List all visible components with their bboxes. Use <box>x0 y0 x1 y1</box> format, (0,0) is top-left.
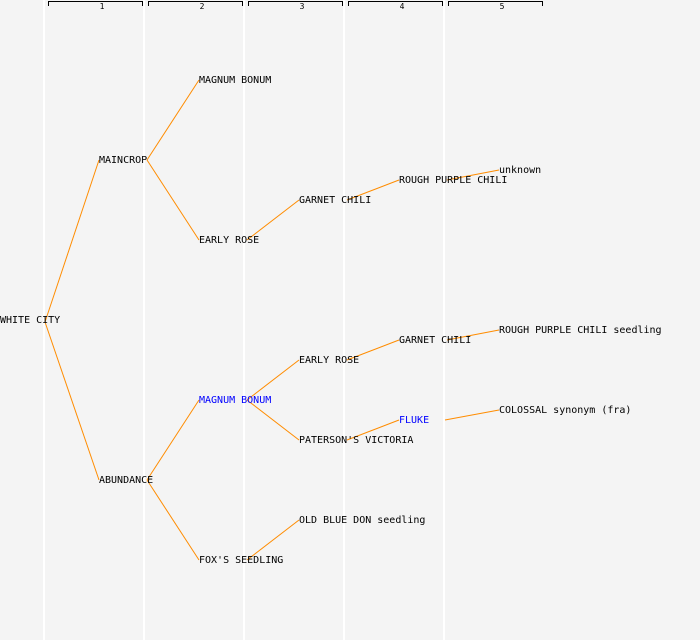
generation-bracket <box>448 1 543 6</box>
node-abundance[interactable]: ABUNDANCE <box>99 475 154 486</box>
generation-label: 3 <box>299 2 305 11</box>
node-patersons-victoria[interactable]: PATERSON'S VICTORIA <box>299 435 414 446</box>
column-separator <box>443 0 445 640</box>
node-magnum-bonum[interactable]: MAGNUM BONUM <box>199 75 272 86</box>
node-old-blue-don-seedling[interactable]: OLD BLUE DON seedling <box>299 515 426 526</box>
edge <box>246 519 300 561</box>
generation-label: 4 <box>399 2 405 11</box>
generation-label: 5 <box>499 2 505 11</box>
edge <box>246 199 300 241</box>
node-rough-purple-chili[interactable]: ROUGH PURPLE CHILI <box>399 175 508 186</box>
edge <box>246 359 300 401</box>
generation-bracket <box>48 1 143 6</box>
edge <box>446 169 500 181</box>
node-magnum-bonum-highlighted[interactable]: MAGNUM BONUM <box>199 395 272 406</box>
generation-bracket <box>348 1 443 6</box>
node-garnet-chili[interactable]: GARNET CHILI <box>299 195 372 206</box>
node-garnet-chili[interactable]: GARNET CHILI <box>399 335 472 346</box>
edge <box>146 399 200 481</box>
edge <box>146 479 200 561</box>
node-unknown[interactable]: unknown <box>499 165 542 176</box>
generation-label: 1 <box>99 2 105 11</box>
edge <box>346 339 400 361</box>
edge <box>44 321 100 481</box>
node-fluke-highlighted[interactable]: FLUKE <box>399 415 430 426</box>
column-separator <box>343 0 345 640</box>
edge <box>346 419 400 441</box>
node-early-rose[interactable]: EARLY ROSE <box>199 235 260 246</box>
generation-bracket <box>248 1 343 6</box>
node-foxs-seedling[interactable]: FOX'S SEEDLING <box>199 555 284 566</box>
generation-bracket <box>148 1 243 6</box>
column-separator <box>43 0 45 640</box>
column-separator <box>243 0 245 640</box>
edge <box>444 409 500 421</box>
node-maincrop[interactable]: MAINCROP <box>99 155 148 166</box>
node-early-rose[interactable]: EARLY ROSE <box>299 355 360 366</box>
edge <box>446 329 500 341</box>
edge <box>44 159 100 323</box>
node-white-city[interactable]: WHITE CITY <box>0 315 61 326</box>
column-separator <box>143 0 145 640</box>
edge <box>146 79 200 161</box>
node-colossal-synonym[interactable]: COLOSSAL synonym (fra) <box>499 405 632 416</box>
generation-label: 2 <box>199 2 205 11</box>
edge <box>346 179 400 201</box>
edge <box>246 399 300 441</box>
node-rough-purple-chili-seedling[interactable]: ROUGH PURPLE CHILI seedling <box>499 325 662 336</box>
edge <box>146 159 200 241</box>
